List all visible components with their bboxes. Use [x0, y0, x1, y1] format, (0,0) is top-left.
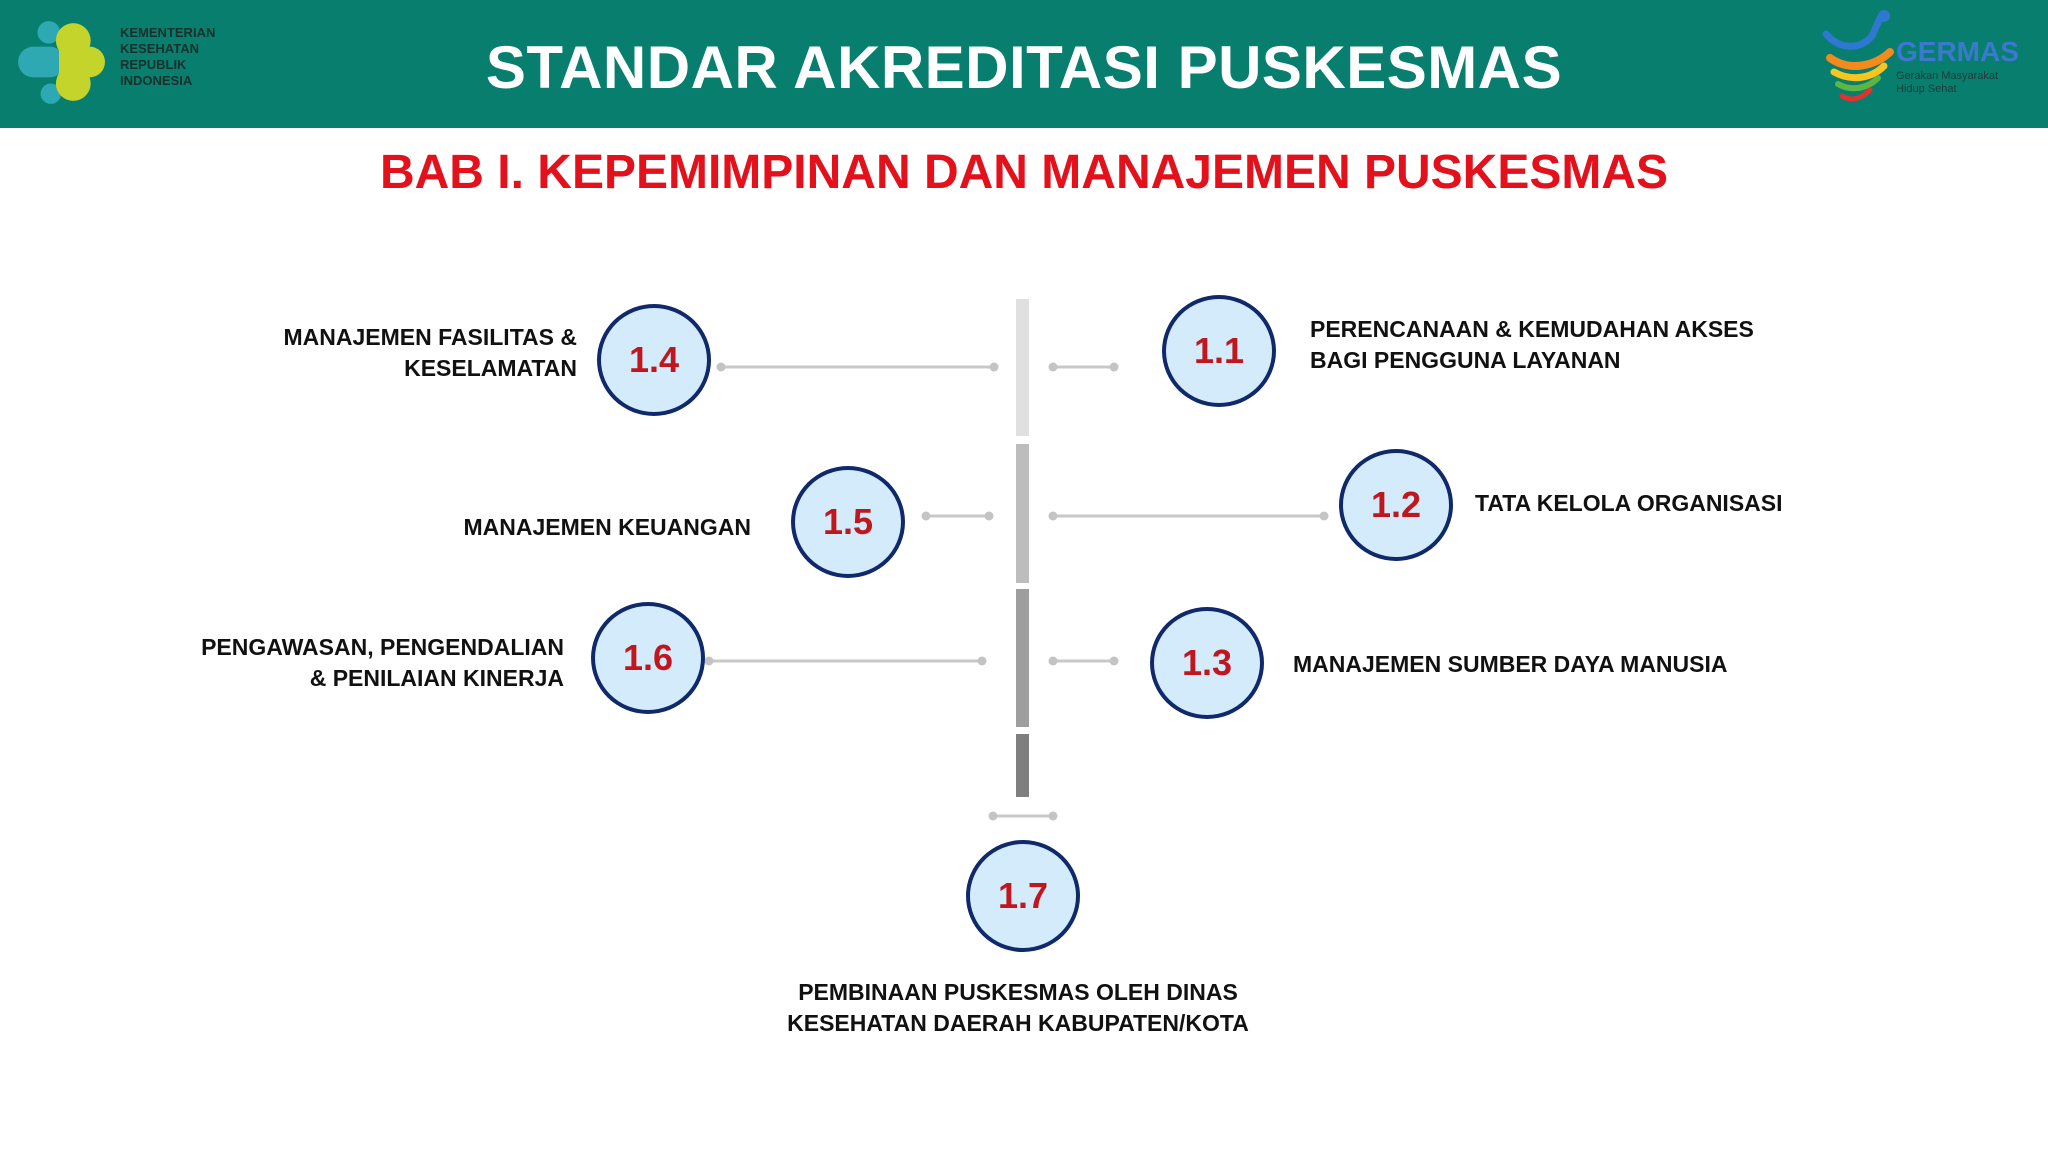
node-1-3-number: 1.3 [1181, 642, 1233, 683]
node-1-4-label: MANAJEMEN FASILITAS & KESELAMATAN [284, 322, 577, 384]
node-1-6-label-line: & PENILAIAN KINERJA [309, 665, 564, 691]
node-1-6-label: PENGAWASAN, PENGENDALIAN & PENILAIAN KIN… [201, 632, 564, 694]
germas-logo-icon [1822, 10, 1894, 102]
center-bar-segment [1016, 299, 1029, 436]
connector-1-5 [921, 511, 994, 521]
center-bar-segment [1016, 734, 1029, 797]
node-1-7-number: 1.7 [997, 875, 1049, 916]
kemenkes-logo-line: INDONESIA [120, 73, 193, 88]
connector-1-4 [716, 362, 999, 372]
node-1-1-label: PERENCANAAN & KEMUDAHAN AKSES BAGI PENGG… [1310, 314, 1754, 376]
node-1-3-label-line: MANAJEMEN SUMBER DAYA MANUSIA [1293, 651, 1728, 677]
node-1-2-label-line: TATA KELOLA ORGANISASI [1475, 490, 1783, 516]
germas-tagline-line: Gerakan Masyarakat [1896, 70, 1999, 82]
node-1-6-circle: 1.6 [591, 602, 705, 714]
connector-1-3 [1048, 656, 1119, 666]
node-1-5-number: 1.5 [822, 501, 874, 542]
center-bar-segment [1016, 444, 1029, 583]
node-1-3-circle: 1.3 [1150, 607, 1264, 719]
node-1-4-label-line: MANAJEMEN FASILITAS & [283, 324, 577, 350]
node-1-5-label-line: MANAJEMEN KEUANGAN [463, 514, 751, 540]
connector-1-2 [1048, 511, 1329, 521]
connector-1-1 [1048, 362, 1119, 372]
node-1-7-label: PEMBINAAN PUSKESMAS OLEH DINAS KESEHATAN… [758, 977, 1278, 1039]
connector-1-7 [988, 811, 1058, 821]
germas-tagline-line: Hidup Sehat [1896, 83, 1957, 95]
center-bar-segment [1016, 589, 1029, 727]
kemenkes-logo-line: REPUBLIK [120, 57, 187, 72]
node-1-1-circle: 1.1 [1162, 295, 1276, 407]
node-1-5-circle: 1.5 [791, 466, 905, 578]
chapter-subtitle: BAB I. KEPEMIMPINAN DAN MANAJEMEN PUSKES… [379, 146, 1669, 199]
germas-logo-tagline: Gerakan Masyarakat Hidup Sehat [1896, 70, 1998, 96]
node-1-7-circle: 1.7 [966, 840, 1080, 952]
node-1-6-number: 1.6 [622, 637, 674, 678]
kemenkes-logo-line: KEMENTERIAN [120, 25, 216, 40]
node-1-1-label-line: PERENCANAAN & KEMUDAHAN AKSES [1310, 316, 1754, 342]
node-1-2-number: 1.2 [1370, 484, 1422, 525]
node-1-4-circle: 1.4 [597, 304, 711, 416]
page-title: STANDAR AKREDITASI PUSKESMAS [485, 34, 1563, 101]
node-1-1-number: 1.1 [1193, 330, 1245, 371]
node-1-2-circle: 1.2 [1339, 449, 1453, 561]
node-1-2-label: TATA KELOLA ORGANISASI [1475, 488, 1783, 519]
kemenkes-logo-icon [18, 21, 105, 104]
node-1-4-label-line: KESELAMATAN [404, 355, 577, 381]
node-1-4-number: 1.4 [628, 339, 680, 380]
kemenkes-logo-text: KEMENTERIAN KESEHATAN REPUBLIK INDONESIA [120, 25, 215, 89]
node-1-7-label-line: KESEHATAN DAERAH KABUPATEN/KOTA [787, 1010, 1249, 1036]
node-1-6-label-line: PENGAWASAN, PENGENDALIAN [201, 634, 564, 660]
connector-1-6 [704, 656, 987, 666]
kemenkes-logo-line: KESEHATAN [120, 41, 199, 56]
node-1-3-label: MANAJEMEN SUMBER DAYA MANUSIA [1293, 649, 1728, 680]
germas-logo-name: GERMAS [1896, 36, 2019, 67]
node-1-5-label: MANAJEMEN KEUANGAN [463, 512, 751, 543]
node-1-7-label-line: PEMBINAAN PUSKESMAS OLEH DINAS [798, 979, 1238, 1005]
node-1-1-label-line: BAGI PENGGUNA LAYANAN [1310, 347, 1621, 373]
header-bar: KEMENTERIAN KESEHATAN REPUBLIK INDONESIA… [0, 0, 2048, 128]
